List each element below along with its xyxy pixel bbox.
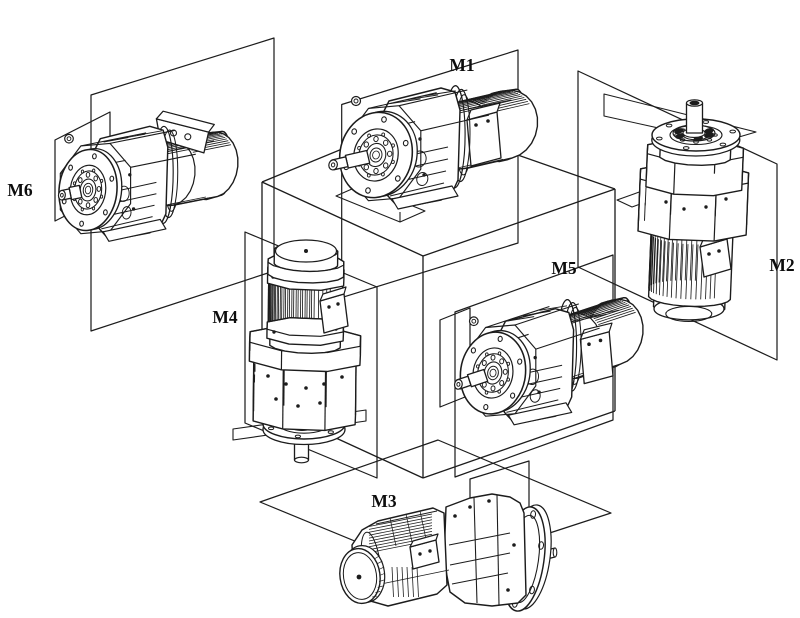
svg-text:M1: M1 <box>449 55 474 75</box>
svg-text:M4: M4 <box>212 307 238 327</box>
svg-text:M6: M6 <box>7 180 33 200</box>
svg-text:M3: M3 <box>371 491 397 511</box>
svg-text:M5: M5 <box>551 258 577 278</box>
svg-text:M2: M2 <box>769 255 794 275</box>
